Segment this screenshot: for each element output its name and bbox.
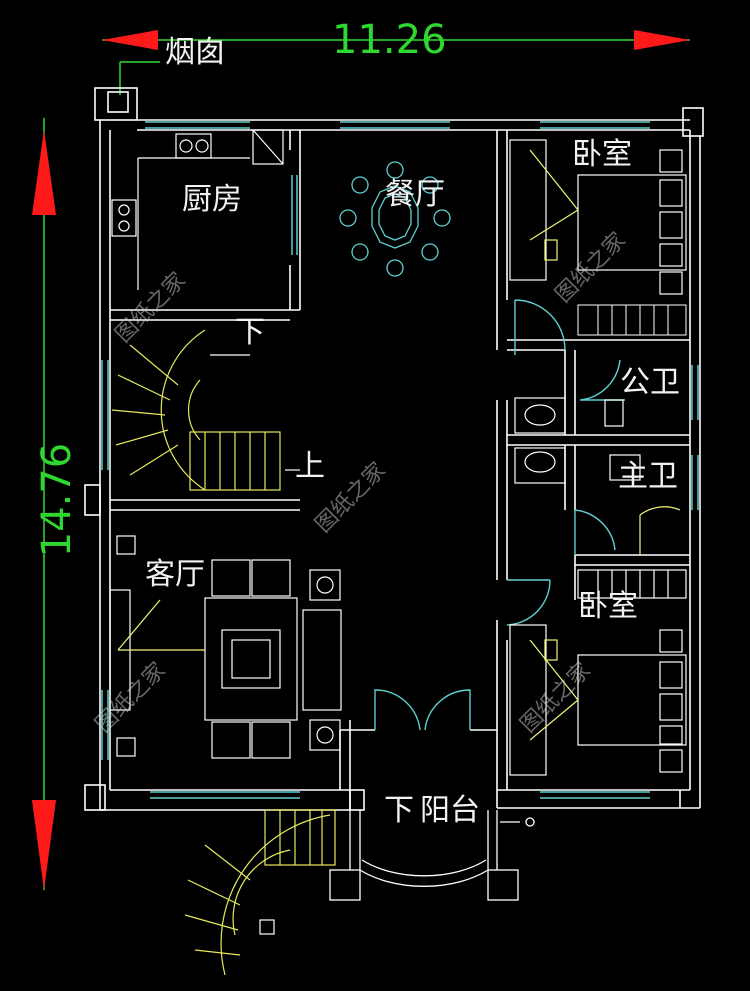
- closet-top: [577, 304, 687, 336]
- stair-up-label: 上: [295, 449, 325, 484]
- height-dimension: [32, 118, 56, 890]
- doors: [374, 299, 625, 731]
- dining-table: [339, 161, 451, 277]
- chimney-label: 烟囱: [165, 35, 225, 70]
- balcony-rail: [329, 810, 535, 901]
- living-label: 客厅: [145, 557, 205, 592]
- bedroom-top-furniture: [509, 139, 687, 295]
- kitchen-label: 厨房: [182, 182, 242, 217]
- bedroom-bottom-label: 卧室: [578, 589, 638, 624]
- bedroom-top-label: 卧室: [572, 137, 632, 172]
- windows: [101, 121, 699, 799]
- exterior-stair: [184, 809, 336, 976]
- height-dimension-label: 14.76: [34, 442, 80, 558]
- dining-label: 餐厅: [385, 177, 445, 212]
- master-bath-label: 主卫: [618, 459, 678, 494]
- width-dimension-label: 11.26: [332, 17, 447, 63]
- bath-fixtures: [514, 397, 681, 555]
- public-bath-label: 公卫: [620, 365, 680, 400]
- stair-down-label: 下: [235, 315, 265, 350]
- width-dimension: [102, 30, 690, 95]
- balcony-down-label: 下: [384, 793, 414, 828]
- living-room-furniture: [109, 535, 342, 759]
- interior-stair: [111, 329, 300, 491]
- kitchen-fixtures: [111, 129, 284, 290]
- balcony-label: 阳台: [420, 793, 480, 828]
- bedroom-bottom-furniture: [509, 569, 687, 776]
